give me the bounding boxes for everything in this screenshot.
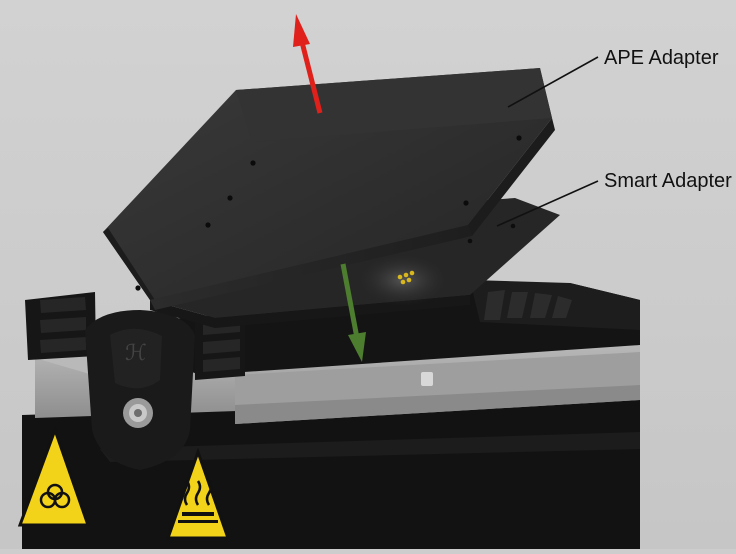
- deck-vent-slots: [484, 290, 572, 320]
- mounting-deck: [160, 280, 640, 375]
- biohazard-warning-icon: [17, 425, 91, 527]
- left-clamp: [25, 292, 245, 380]
- hot-surface-warning-icon: [165, 447, 231, 540]
- base-plate-pin: [421, 372, 433, 386]
- smart-adapter-contacts: [397, 270, 415, 285]
- insert-arrow: [340, 263, 366, 362]
- brand-logo-icon: ℋ: [125, 341, 147, 366]
- smart-adapter-label: Smart Adapter: [604, 170, 732, 192]
- smart-adapter-leader-line: [496, 180, 599, 227]
- latch-shield: ℋ: [85, 310, 195, 470]
- ape-adapter-label: APE Adapter: [604, 47, 719, 69]
- ape-adapter-leader-line: [507, 56, 599, 108]
- lift-arrow: [293, 14, 323, 114]
